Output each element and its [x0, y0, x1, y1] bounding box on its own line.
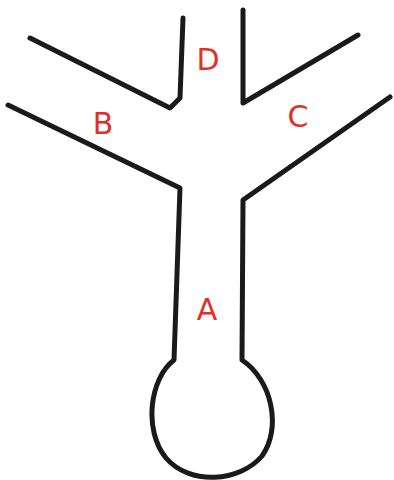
stem-and-bulb-wall	[8, 97, 390, 477]
part-label: A	[197, 295, 218, 325]
part-label: B	[93, 109, 114, 139]
upper-left-branch-wall	[30, 18, 183, 108]
upper-right-branch-wall	[243, 10, 358, 103]
part-label: D	[196, 45, 219, 75]
part-label: C	[288, 102, 309, 132]
